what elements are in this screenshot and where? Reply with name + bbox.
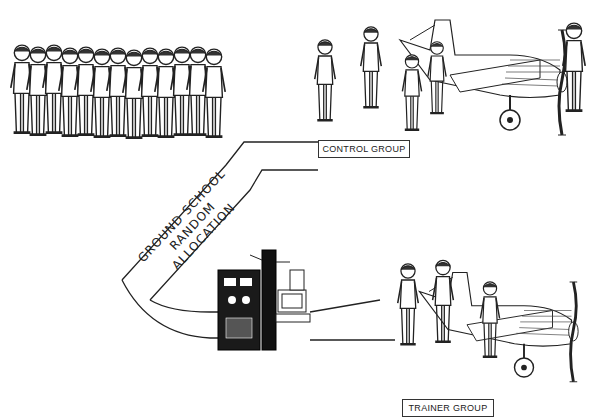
person-figure: [480, 282, 499, 357]
person-figure: [398, 264, 419, 344]
person-figure: [563, 23, 585, 111]
person-figure: [433, 260, 454, 341]
path-edge: [150, 300, 218, 312]
person-figure: [315, 40, 336, 120]
person-figure: [402, 55, 421, 130]
control-group-scene: [315, 20, 585, 135]
path-edge: [122, 280, 218, 338]
simulator-console: [218, 250, 310, 350]
trainee-crowd: [11, 45, 225, 138]
node-text: CONTROL GROUP: [321, 144, 407, 154]
person-figure: [428, 42, 446, 113]
trainer-group-scene: [398, 260, 578, 381]
group-label-box: CONTROL GROUP: [318, 140, 410, 158]
airplane: [400, 20, 567, 135]
person-figure: [203, 49, 225, 137]
person-figure: [361, 27, 382, 107]
node-text: TRAINER GROUP: [405, 403, 491, 413]
path-edge: [310, 300, 395, 340]
group-label-box: TRAINER GROUP: [402, 399, 494, 417]
